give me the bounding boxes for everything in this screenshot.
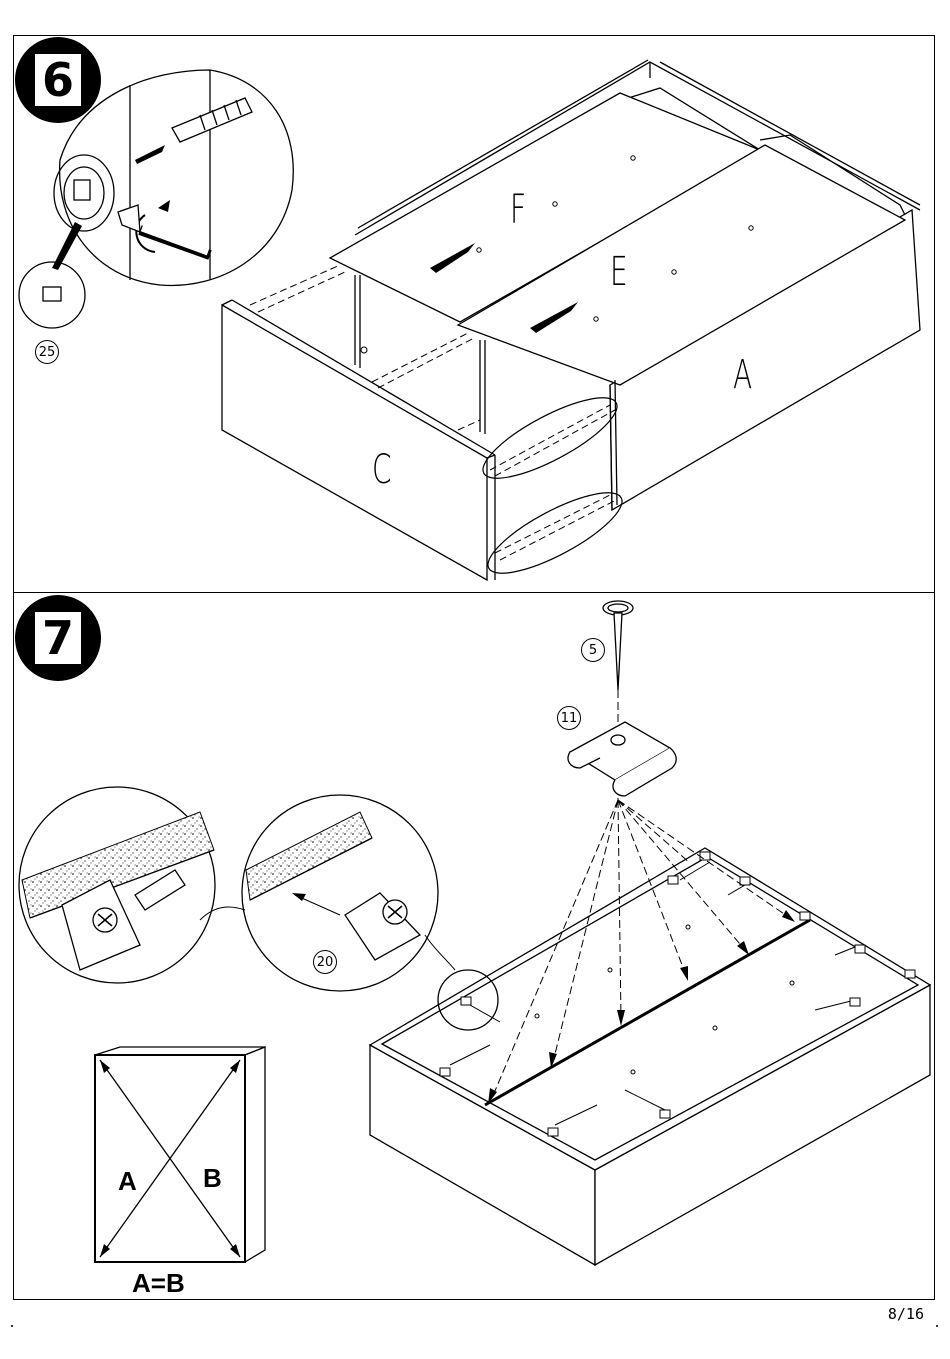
panel-label-e: E xyxy=(610,252,628,292)
diagonal-b-label: B xyxy=(203,1165,222,1191)
page-number: 8/16 xyxy=(888,1305,924,1323)
squareness-diagram xyxy=(95,1047,265,1262)
panel-label-f: F xyxy=(510,190,526,230)
detail-view-right-step-7 xyxy=(242,795,438,991)
step-6-number: 6 xyxy=(35,54,81,106)
cabinet-step-7 xyxy=(370,848,930,1265)
step-7-number: 7 xyxy=(35,612,81,664)
step-6-badge: 6 xyxy=(15,37,101,123)
diagonal-a-label: A xyxy=(118,1168,137,1194)
part-5-label: 5 xyxy=(581,638,605,662)
squareness-check-label: A=B xyxy=(132,1270,185,1296)
detail-view-left-step-7 xyxy=(19,787,215,983)
highlight-ellipses-step-6 xyxy=(473,383,631,587)
step-7-badge: 7 xyxy=(15,595,101,681)
panel-label-a: A xyxy=(733,355,752,395)
clip-part-11 xyxy=(568,722,676,796)
part-11-label: 11 xyxy=(557,706,581,730)
panel-label-c: C xyxy=(372,450,392,490)
part-25-label: 25 xyxy=(35,340,59,364)
nail-part-5 xyxy=(603,601,633,690)
part-20-label: 20 xyxy=(313,950,337,974)
